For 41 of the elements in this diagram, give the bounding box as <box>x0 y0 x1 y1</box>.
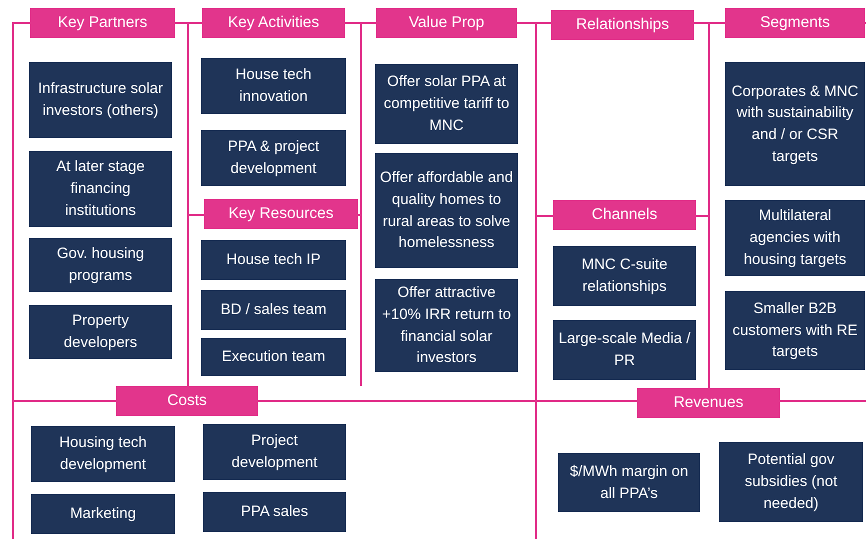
section-header: Key Partners <box>30 8 175 38</box>
content-card: Gov. housing programs <box>29 238 172 292</box>
section-header: Value Prop <box>376 8 517 38</box>
content-card: Large-scale Media / PR <box>553 320 696 380</box>
canvas-section <box>12 8 187 386</box>
content-card: Multilateral agencies with housing targets <box>725 200 865 276</box>
content-card: PPA sales <box>203 492 346 532</box>
section-header: Segments <box>725 8 865 38</box>
content-card: Infrastructure solar investors (others) <box>29 62 172 138</box>
content-card: Project development <box>203 424 346 480</box>
canvas-section <box>360 8 535 386</box>
section-header: Key Resources <box>204 199 358 229</box>
content-card: Marketing <box>31 494 175 534</box>
content-card: PPA & project development <box>201 130 346 186</box>
content-card: House tech innovation <box>201 58 346 114</box>
canvas-section <box>535 200 708 388</box>
content-card: Potential gov subsidies (not needed) <box>719 442 863 522</box>
canvas-section <box>535 8 708 200</box>
content-card: Corporates & MNC with sustainability and / or CSR targets <box>725 62 865 186</box>
section-header: Key Activities <box>202 8 345 38</box>
section-header: Relationships <box>551 10 694 40</box>
content-card: Smaller B2B customers with RE targets <box>725 291 865 370</box>
canvas-section <box>708 8 866 388</box>
content-card: MNC C-suite relationships <box>553 246 696 306</box>
content-card: Offer attractive +10% IRR return to financial solar investors <box>375 279 518 372</box>
content-card: Execution team <box>201 338 346 376</box>
content-card: BD / sales team <box>201 290 346 330</box>
content-card: At later stage financing institutions <box>29 151 172 227</box>
content-card: Offer affordable and quality homes to rural areas to solve homelessness <box>375 153 518 268</box>
content-card: Offer solar PPA at competitive tariff to MNC <box>375 64 518 144</box>
content-card: Property developers <box>29 305 172 359</box>
section-header: Revenues <box>637 388 780 418</box>
content-card: Housing tech development <box>31 426 175 482</box>
canvas-section <box>535 388 866 539</box>
content-card: House tech IP <box>201 240 346 280</box>
canvas-section <box>12 386 535 539</box>
content-card: $/MWh margin on all PPA’s <box>558 453 700 512</box>
section-header: Channels <box>553 200 696 230</box>
canvas-section <box>187 8 360 199</box>
section-header: Costs <box>116 386 258 416</box>
canvas-section <box>187 199 360 386</box>
